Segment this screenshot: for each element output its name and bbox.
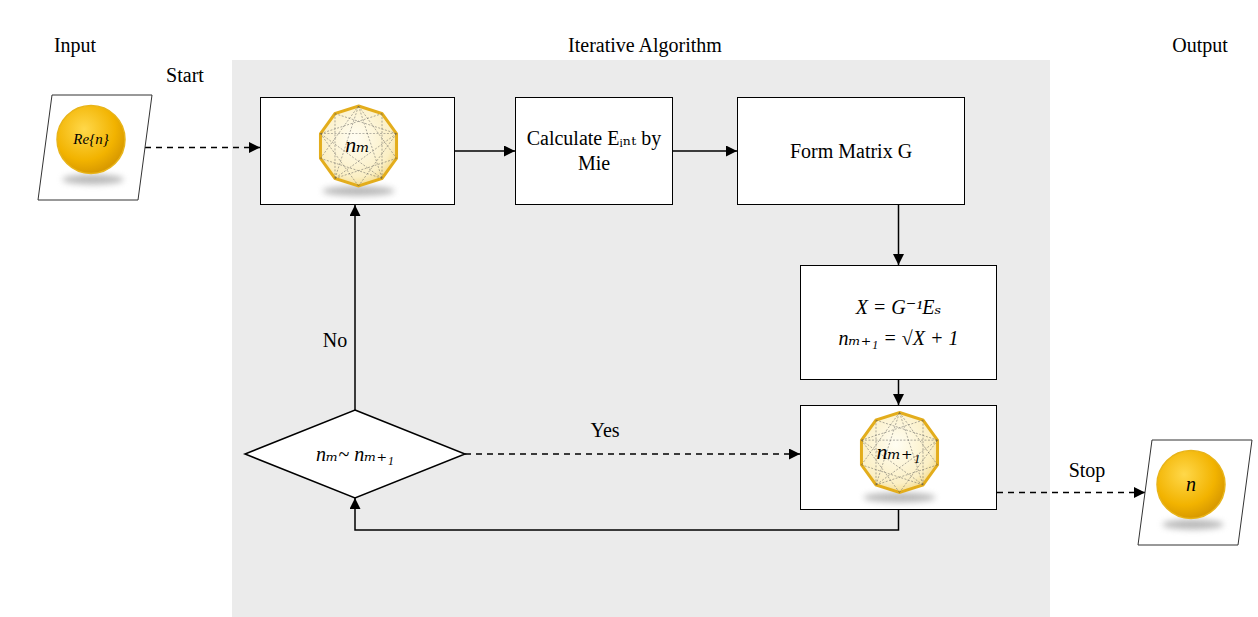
algorithm-panel bbox=[232, 60, 1050, 617]
node-text: nₘ bbox=[345, 131, 370, 159]
mesh-wire bbox=[876, 465, 938, 485]
node-text: Calculate Eᵢₙₜ by Mie bbox=[526, 126, 662, 176]
text-box: n bbox=[1138, 440, 1252, 545]
flow-arrow bbox=[465, 453, 800, 455]
flow-arrow bbox=[898, 205, 900, 265]
text-box: nₘ~ nₘ₊₁ bbox=[245, 410, 465, 498]
text-box: nₘ₊₁ bbox=[801, 406, 996, 509]
node-text: nₘ₊₁ = √X + 1 bbox=[839, 326, 959, 351]
update-box: X = G⁻¹Eₛ nₘ₊₁ = √X + 1 bbox=[800, 265, 997, 380]
flow-arrow bbox=[455, 150, 515, 152]
flow-arrow bbox=[997, 492, 1145, 494]
node-text: X = G⁻¹Eₛ bbox=[856, 295, 942, 320]
edge-label: No bbox=[323, 328, 347, 352]
node-text: Re{n} bbox=[73, 130, 108, 149]
mesh-wire bbox=[861, 420, 923, 440]
column-heading: Iterative Algorithm bbox=[568, 33, 722, 57]
text-box: Calculate Eᵢₙₜ by Mie bbox=[516, 98, 672, 204]
text-box: Form Matrix G bbox=[738, 98, 964, 204]
edge-label: Stop bbox=[1069, 458, 1106, 482]
process-box: Calculate Eᵢₙₜ by Mie bbox=[515, 97, 673, 205]
mesh-wire bbox=[320, 158, 382, 178]
node-shape bbox=[38, 95, 152, 200]
mesh-wire bbox=[382, 114, 383, 179]
flow-arrow bbox=[354, 205, 356, 410]
column-heading: Output bbox=[1172, 33, 1228, 57]
output-data: n bbox=[1138, 440, 1252, 545]
flow-arrow bbox=[673, 150, 737, 152]
flow-arrow bbox=[898, 380, 900, 405]
process-box: Form Matrix G bbox=[737, 97, 965, 205]
mesh-wire bbox=[875, 420, 876, 485]
initial-guess-box: nₘ bbox=[260, 97, 455, 205]
column-heading: Input bbox=[54, 33, 96, 57]
mesh-wire bbox=[334, 114, 335, 179]
node-shape bbox=[801, 266, 998, 381]
edge-label: Start bbox=[166, 63, 204, 87]
drop-shadow bbox=[62, 175, 123, 185]
text-box: X = G⁻¹Eₛ nₘ₊₁ = √X + 1 bbox=[801, 266, 996, 379]
node-text: nₘ₊₁ bbox=[877, 438, 921, 466]
updated-guess-box: nₘ₊₁ bbox=[800, 405, 997, 510]
drop-shadow bbox=[1162, 520, 1223, 530]
particle-circle bbox=[57, 106, 125, 174]
input-data: Re{n} bbox=[38, 95, 152, 200]
mesh-sphere bbox=[320, 106, 396, 186]
diamond-outline bbox=[245, 410, 465, 498]
flow-arrow bbox=[145, 147, 260, 149]
mesh-wire bbox=[861, 465, 923, 485]
node-text: nₘ~ nₘ₊₁ bbox=[316, 442, 394, 467]
node-text: n bbox=[1186, 472, 1196, 497]
particle-circle bbox=[1157, 451, 1225, 519]
mesh-wire bbox=[320, 114, 382, 134]
mesh-wire bbox=[923, 420, 924, 485]
text-box: nₘ bbox=[261, 98, 454, 204]
node-text: Form Matrix G bbox=[790, 139, 912, 164]
mesh-wire bbox=[876, 420, 938, 440]
mesh-wire bbox=[335, 114, 397, 134]
mesh-wire bbox=[335, 158, 397, 178]
text-box: Re{n} bbox=[38, 95, 152, 200]
edge-label: Yes bbox=[590, 418, 619, 442]
parallelogram-outline bbox=[38, 95, 152, 200]
parallelogram-outline bbox=[1138, 440, 1252, 545]
mesh-sphere bbox=[861, 413, 937, 493]
decision-diamond: nₘ~ nₘ₊₁ bbox=[245, 410, 465, 498]
